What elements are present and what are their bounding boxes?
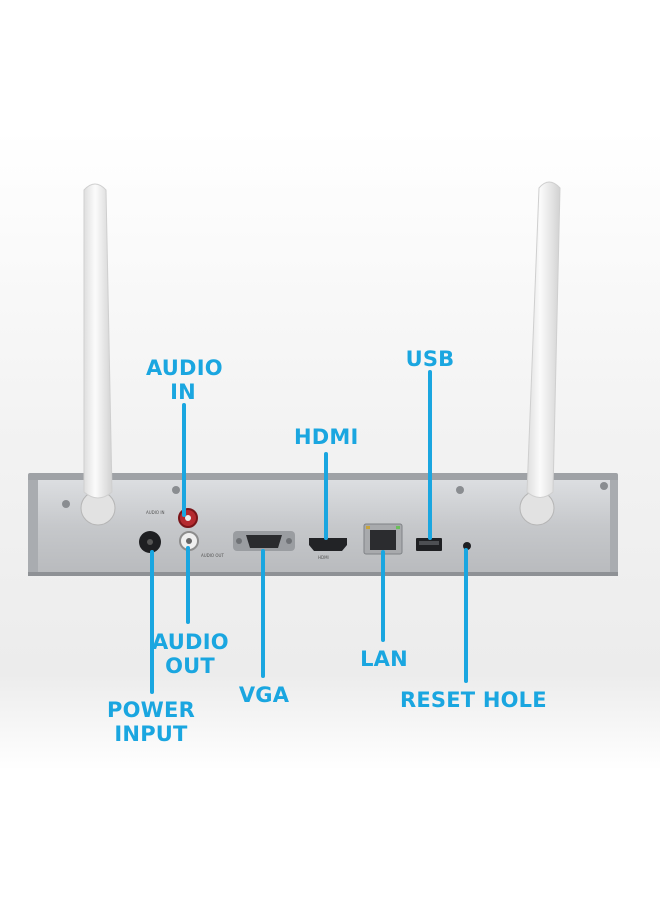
lan-port xyxy=(370,530,396,550)
reset-hole-callout: RESET HOLE xyxy=(400,688,547,712)
lan-callout: LAN xyxy=(360,647,408,671)
device-top-edge xyxy=(28,473,618,482)
screw-mid-left xyxy=(172,486,180,494)
antenna-left xyxy=(83,183,113,499)
audio-out-callout-line2: OUT xyxy=(165,654,215,678)
audio-out-callout: AUDIO OUT xyxy=(152,630,229,678)
antenna-right xyxy=(526,181,561,498)
power-input-callout-line2: INPUT xyxy=(114,722,188,746)
usb-callout: USB xyxy=(405,347,455,371)
screw-mid-right xyxy=(456,486,464,494)
audio-in-core xyxy=(185,515,191,521)
power-input-callout-line1: POWER xyxy=(107,698,195,722)
vga-port xyxy=(246,535,282,548)
hdmi-tag: HDMI xyxy=(318,555,329,560)
reset-hole xyxy=(463,542,471,550)
audio-in-callout: AUDIO IN xyxy=(146,356,223,404)
audio-out-core xyxy=(186,538,192,544)
audio-in-callout-line1: AUDIO xyxy=(146,356,223,380)
hdmi-port xyxy=(309,538,347,551)
audio-in-tag: AUDIO IN xyxy=(146,510,165,515)
device-side-left xyxy=(28,480,38,572)
device-bottom-shadow xyxy=(28,572,618,576)
antennas xyxy=(83,181,561,499)
audio-out-tag: AUDIO OUT xyxy=(201,553,224,558)
vga-screw-left xyxy=(236,538,242,544)
device-side-right xyxy=(610,480,618,572)
hdmi-callout: HDMI xyxy=(294,425,359,449)
screw-right xyxy=(600,482,608,490)
lan-led-right xyxy=(396,526,400,529)
power-input-pin xyxy=(147,539,153,545)
audio-out-callout-line1: AUDIO xyxy=(152,630,229,654)
vga-screw-right xyxy=(286,538,292,544)
callout-lines xyxy=(150,370,468,694)
vga-callout: VGA xyxy=(238,683,290,707)
power-input-callout: POWER INPUT xyxy=(106,698,196,746)
usb-tongue xyxy=(419,541,439,545)
screw-left xyxy=(62,500,70,508)
lan-led-left xyxy=(366,526,370,529)
audio-in-callout-line2: IN xyxy=(170,380,196,404)
